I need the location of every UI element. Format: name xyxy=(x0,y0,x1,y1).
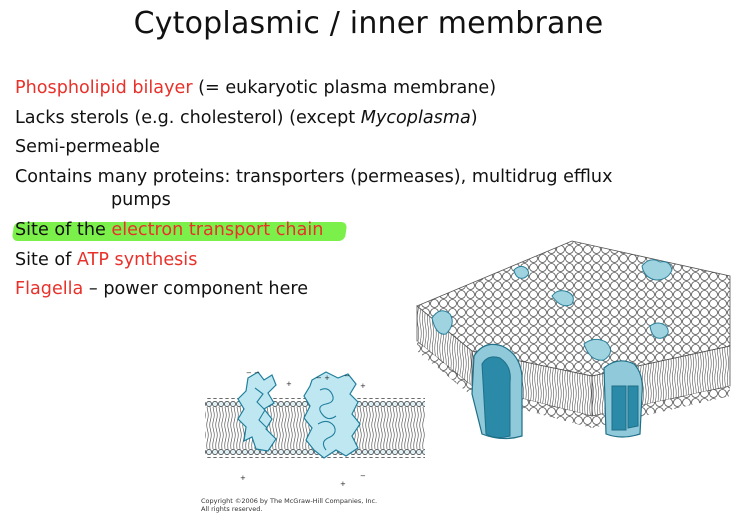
term-flagella: Flagella xyxy=(15,279,84,300)
svg-text:− −: − − xyxy=(246,369,260,377)
bullet-list: Phospholipid bilayer (= eukaryotic plasm… xyxy=(11,74,613,305)
charge-labels: − − + − + − + + + − xyxy=(240,369,366,488)
bullet-text: – power component here xyxy=(83,279,309,300)
bullet-atp: Site of ATP synthesis xyxy=(15,246,613,276)
slide-title: Cytoplasmic / inner membrane xyxy=(133,6,604,41)
membrane-3d-figure xyxy=(416,240,731,440)
svg-text:−: − xyxy=(344,372,350,380)
bullet-flagella: Flagella – power component here xyxy=(15,275,613,305)
svg-text:+: + xyxy=(286,380,292,388)
channel-protein-right xyxy=(603,360,643,438)
transport-protein-right xyxy=(303,371,361,459)
term-mycoplasma: Mycoplasma xyxy=(360,107,471,128)
bullet-electron-transport: Site of the electron transport chain xyxy=(11,216,613,246)
bullet-text: ) xyxy=(470,107,478,128)
bullet-text: Site of xyxy=(15,249,77,270)
copyright-line-1: Copyright ©2006 by The McGraw-Hill Compa… xyxy=(201,497,378,505)
surface-proteins xyxy=(431,259,673,361)
bullet-sterols: Lacks sterols (e.g. cholesterol) (except… xyxy=(15,104,613,134)
bullet-text: (= eukaryotic plasma membrane) xyxy=(192,78,497,98)
membrane-surface xyxy=(416,240,731,428)
term-atp-synthesis: ATP synthesis xyxy=(76,249,198,270)
bullet-proteins: Contains many proteins: transporters (pe… xyxy=(15,166,613,187)
term-phospholipid-bilayer: Phospholipid bilayer xyxy=(15,78,193,98)
svg-text:+: + xyxy=(240,474,246,482)
copyright-notice: Copyright ©2006 by The McGraw-Hill Compa… xyxy=(201,497,377,513)
transport-protein-left xyxy=(237,371,277,452)
copyright-line-2: All rights reserved. xyxy=(201,505,263,513)
channel-protein-left xyxy=(471,343,523,440)
svg-text:− +: − + xyxy=(316,374,330,382)
svg-text:+: + xyxy=(340,480,346,488)
bullet-proteins-continued: pumps xyxy=(111,190,171,211)
membrane-cross-section-figure: − − + − + − + + + − xyxy=(205,369,425,488)
bullet-text: Lacks sterols (e.g. cholesterol) (except xyxy=(15,107,361,128)
bullet-text: Site of the xyxy=(15,219,112,240)
bullet-semipermeable: Semi-permeable xyxy=(15,137,160,158)
term-electron-transport-chain: electron transport chain xyxy=(111,219,324,240)
svg-text:−: − xyxy=(360,472,366,480)
svg-text:+: + xyxy=(360,382,366,390)
bullet-phospholipid: Phospholipid bilayer (= eukaryotic plasm… xyxy=(15,74,613,104)
